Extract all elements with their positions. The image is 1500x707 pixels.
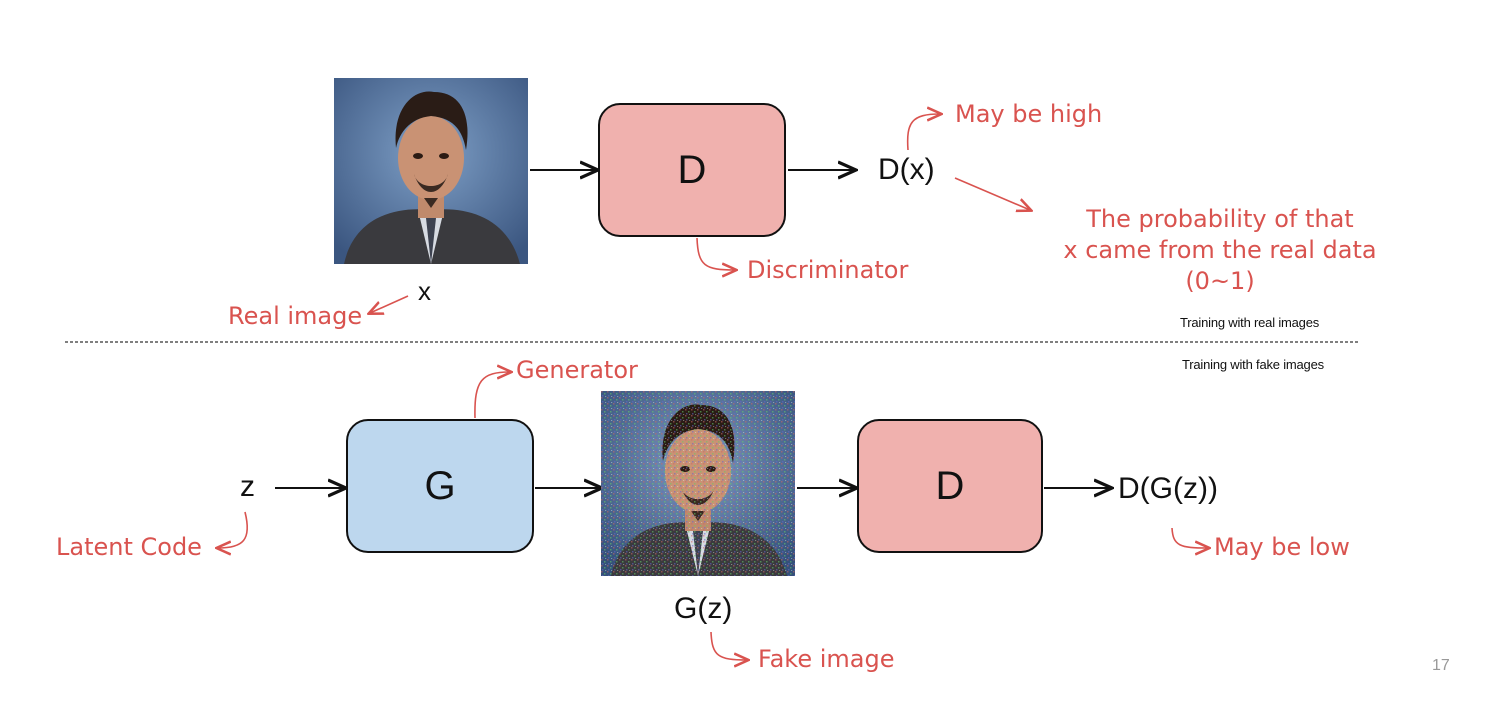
- red-arrow-latent-code: [218, 511, 249, 548]
- discriminator-note: Discriminator: [747, 256, 909, 284]
- may-be-low-note: May be low: [1214, 533, 1350, 561]
- generator-box-label: G: [424, 463, 456, 508]
- fake-image-photo: [601, 391, 795, 576]
- may-be-high-note: May be high: [955, 100, 1103, 128]
- input-x-label: x: [418, 276, 431, 306]
- probability-line-3: (0~1): [1185, 267, 1255, 295]
- red-arrow-probability: [954, 177, 1030, 210]
- fake-image-note: Fake image: [758, 645, 895, 673]
- real-image-note: Real image: [228, 302, 363, 330]
- fake-section-caption: Training with fake images: [1182, 357, 1324, 372]
- red-arrow-discriminator: [696, 237, 735, 270]
- discriminator-box-label: D: [677, 147, 707, 192]
- discriminator-box-label-bottom: D: [935, 463, 965, 508]
- page-number: 17: [1432, 657, 1450, 674]
- output-dx-label: D(x): [878, 153, 935, 186]
- red-arrow-fake-image: [710, 631, 747, 660]
- probability-note: The probability of that x came from the …: [1060, 204, 1380, 297]
- output-dgz-label: D(G(z)): [1118, 472, 1218, 505]
- real-image-photo: [334, 78, 528, 264]
- fake-gz-label: G(z): [674, 592, 733, 625]
- discriminator-box-bottom: D: [857, 419, 1043, 553]
- red-arrow-generator: [474, 372, 510, 419]
- real-section-caption: Training with real images: [1180, 315, 1320, 330]
- generator-box: G: [346, 419, 534, 553]
- probability-line-2: x came from the real data: [1063, 236, 1377, 264]
- latent-z-label: z: [240, 470, 255, 503]
- red-arrow-may-be-low: [1171, 527, 1208, 548]
- red-arrow-may-be-high: [906, 114, 940, 151]
- latent-code-note: Latent Code: [56, 533, 202, 561]
- generator-note: Generator: [516, 356, 638, 384]
- discriminator-box-top: D: [598, 103, 786, 237]
- probability-line-1: The probability of that: [1086, 205, 1354, 233]
- red-arrow-real-image: [370, 295, 409, 313]
